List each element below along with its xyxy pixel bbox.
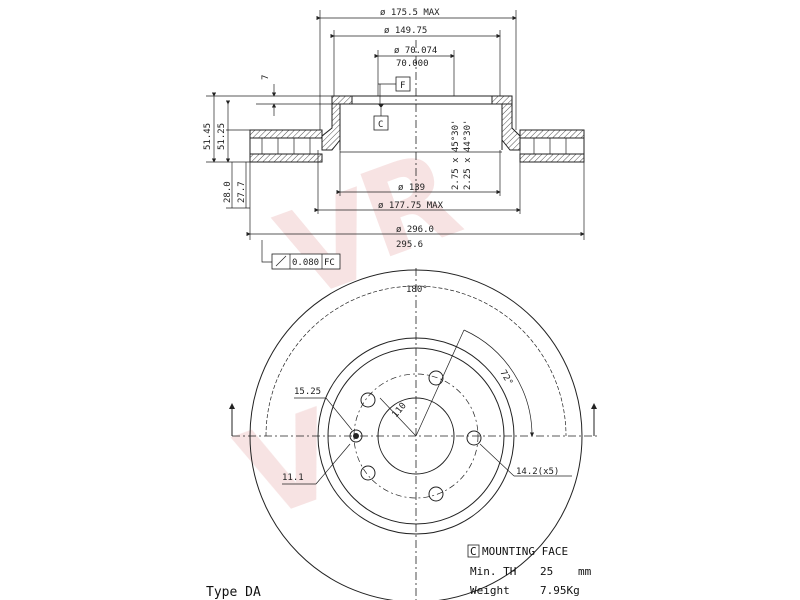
mounting-face: MOUNTING FACE xyxy=(482,545,568,558)
weight-label: Weight xyxy=(470,584,510,597)
pin-hole xyxy=(349,429,363,443)
section-view: ø 175.5 MAX ø 149.75 ø 70.074 70.000 F C… xyxy=(203,8,585,270)
tolerance-ref: FC xyxy=(324,258,335,268)
ring-left-top xyxy=(249,129,323,139)
hat-left-section xyxy=(321,95,353,151)
notes: C MOUNTING FACE Min. TH 25 mm Weight 7.9… xyxy=(206,544,592,600)
dim-7: 7 xyxy=(261,75,271,80)
dim-277: 27.7 xyxy=(237,181,247,203)
arc-72 xyxy=(463,329,535,437)
dim-1525: 15.25 xyxy=(294,387,321,397)
dim-chamfer-1: 2.75 x 45°30' xyxy=(451,120,461,190)
min-th-value: 25 xyxy=(540,565,553,578)
dim-holes: 14.2(x5) xyxy=(516,467,559,477)
tolerance-frame xyxy=(271,253,341,270)
datum-c: C xyxy=(378,120,383,130)
dim-pilot-min: 70.000 xyxy=(396,59,429,69)
bolt-hole xyxy=(360,392,376,408)
mounting-marker-box xyxy=(467,544,480,558)
dim-outer-max: ø 175.5 MAX xyxy=(380,8,440,18)
front-view: 180° 72° 15.25 110 11.1 14.2(x5) xyxy=(229,268,600,600)
ring-right-top xyxy=(519,129,585,139)
dim-149: ø 149.75 xyxy=(384,26,427,36)
datum-f-box xyxy=(395,76,411,92)
dim-296: ø 296.0 xyxy=(396,225,434,235)
bolt-hole xyxy=(428,486,444,502)
min-th-label: Min. TH xyxy=(470,565,516,578)
dim-pilot-max: ø 70.074 xyxy=(394,46,437,56)
datum-c-box xyxy=(373,115,389,131)
bolt-hole xyxy=(428,370,444,386)
ring-left-bottom xyxy=(249,153,323,163)
dim-chamfer-2: 2.25 x 44°30' xyxy=(463,120,473,190)
dim-280: 28.0 xyxy=(223,181,233,203)
svg-text:V: V xyxy=(222,385,357,547)
dim-5145: 51.45 xyxy=(203,123,213,150)
arc-180 xyxy=(265,285,567,437)
type-label: Type DA xyxy=(206,585,261,600)
bolt-hole xyxy=(360,465,376,481)
dim-139: ø 139 xyxy=(398,183,425,193)
ring-right-bottom xyxy=(519,153,585,163)
watermark: V R V xyxy=(222,125,476,547)
dim-111: 11.1 xyxy=(282,473,304,483)
tolerance-value: 0.080 xyxy=(292,258,319,268)
angle-180: 180° xyxy=(406,285,428,295)
min-th-unit: mm xyxy=(578,565,592,578)
bolt-holes xyxy=(349,370,482,502)
bolt-hole xyxy=(466,430,482,446)
dim-110: 110 xyxy=(391,401,409,420)
dim-5125: 51.25 xyxy=(217,123,227,150)
mounting-marker: C xyxy=(470,545,477,558)
dim-177: ø 177.75 MAX xyxy=(378,201,444,211)
weight-value: 7.95Kg xyxy=(540,584,580,597)
dim-295: 295.6 xyxy=(396,240,423,250)
runout-icon xyxy=(275,255,287,267)
datum-f: F xyxy=(400,81,405,91)
